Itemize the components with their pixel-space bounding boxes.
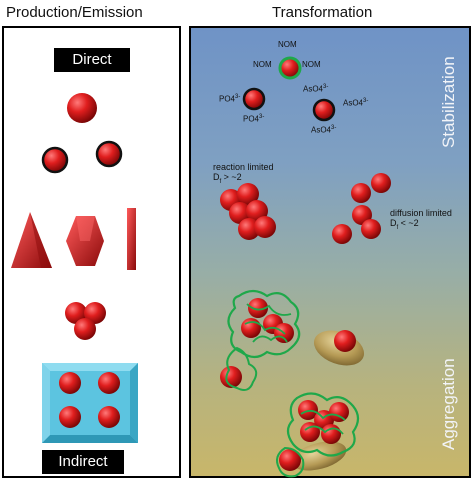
production-emission-panel: Direct Indirect [2, 26, 181, 478]
cluster-particle-2 [84, 302, 106, 324]
phosphate-label-left: PO43- [219, 94, 241, 104]
arsenate-label-below: AsO43- [311, 125, 337, 135]
rod-nanoparticle [127, 208, 136, 270]
substrate-bevel-top [42, 363, 138, 371]
nom-bridged-aggregate-lower [276, 392, 360, 478]
cluster-particle-1 [65, 302, 87, 324]
arsenate-sorbed-particle [312, 98, 336, 122]
reaction-limited-label: reaction limited Df > ~2 [213, 162, 274, 185]
embedded-particle-4 [98, 406, 120, 428]
substrate-tile [42, 363, 138, 443]
cluster-particle-3 [74, 318, 96, 340]
hexagonal-nanoparticle [66, 216, 104, 266]
nom-coated-particle [278, 56, 302, 80]
direct-label: Direct [54, 48, 130, 72]
aggregation-label: Aggregation [439, 358, 458, 450]
hexagon-face [76, 216, 95, 241]
reaction-limited-aggregate [220, 183, 276, 240]
diffusion-limited-aggregate [332, 173, 391, 244]
header-production-emission: Production/Emission [6, 4, 143, 21]
production-illustrations [11, 93, 138, 443]
stabilization-label: Stabilization [439, 56, 458, 148]
bare-nanoparticle [67, 93, 97, 123]
coated-nanoparticle-left [41, 146, 69, 174]
particle-on-sediment-upper [334, 330, 356, 352]
coated-nanoparticle-right [95, 140, 123, 168]
nom-label-left: NOM [253, 60, 272, 69]
nom-bridged-aggregate-upper [220, 289, 301, 391]
substrate-bevel-right [130, 363, 138, 443]
arsenate-label-right: AsO43- [343, 98, 369, 108]
embedded-particle-1 [59, 372, 81, 394]
sediment-grain-lower [291, 441, 347, 471]
diffusion-limited-label: diffusion limited Df < ~2 [390, 208, 452, 231]
transformation-illustrations [220, 56, 391, 478]
transformation-panel: NOM NOM NOM PO43- PO43- AsO43- AsO43- As… [189, 26, 471, 478]
nom-label-right: NOM [302, 60, 321, 69]
pyramid-face [30, 212, 52, 268]
nom-label-top: NOM [278, 40, 297, 49]
phosphate-label-below: PO43- [243, 114, 265, 124]
substrate-bevel-left [42, 363, 50, 443]
phosphate-sorbed-particle [242, 87, 266, 111]
embedded-particle-2 [98, 372, 120, 394]
substrate-bevel-bottom [42, 435, 138, 443]
indirect-label: Indirect [42, 450, 124, 474]
embedded-particle-3 [59, 406, 81, 428]
header-transformation: Transformation [272, 4, 373, 21]
arsenate-label-top: AsO43- [303, 84, 329, 94]
